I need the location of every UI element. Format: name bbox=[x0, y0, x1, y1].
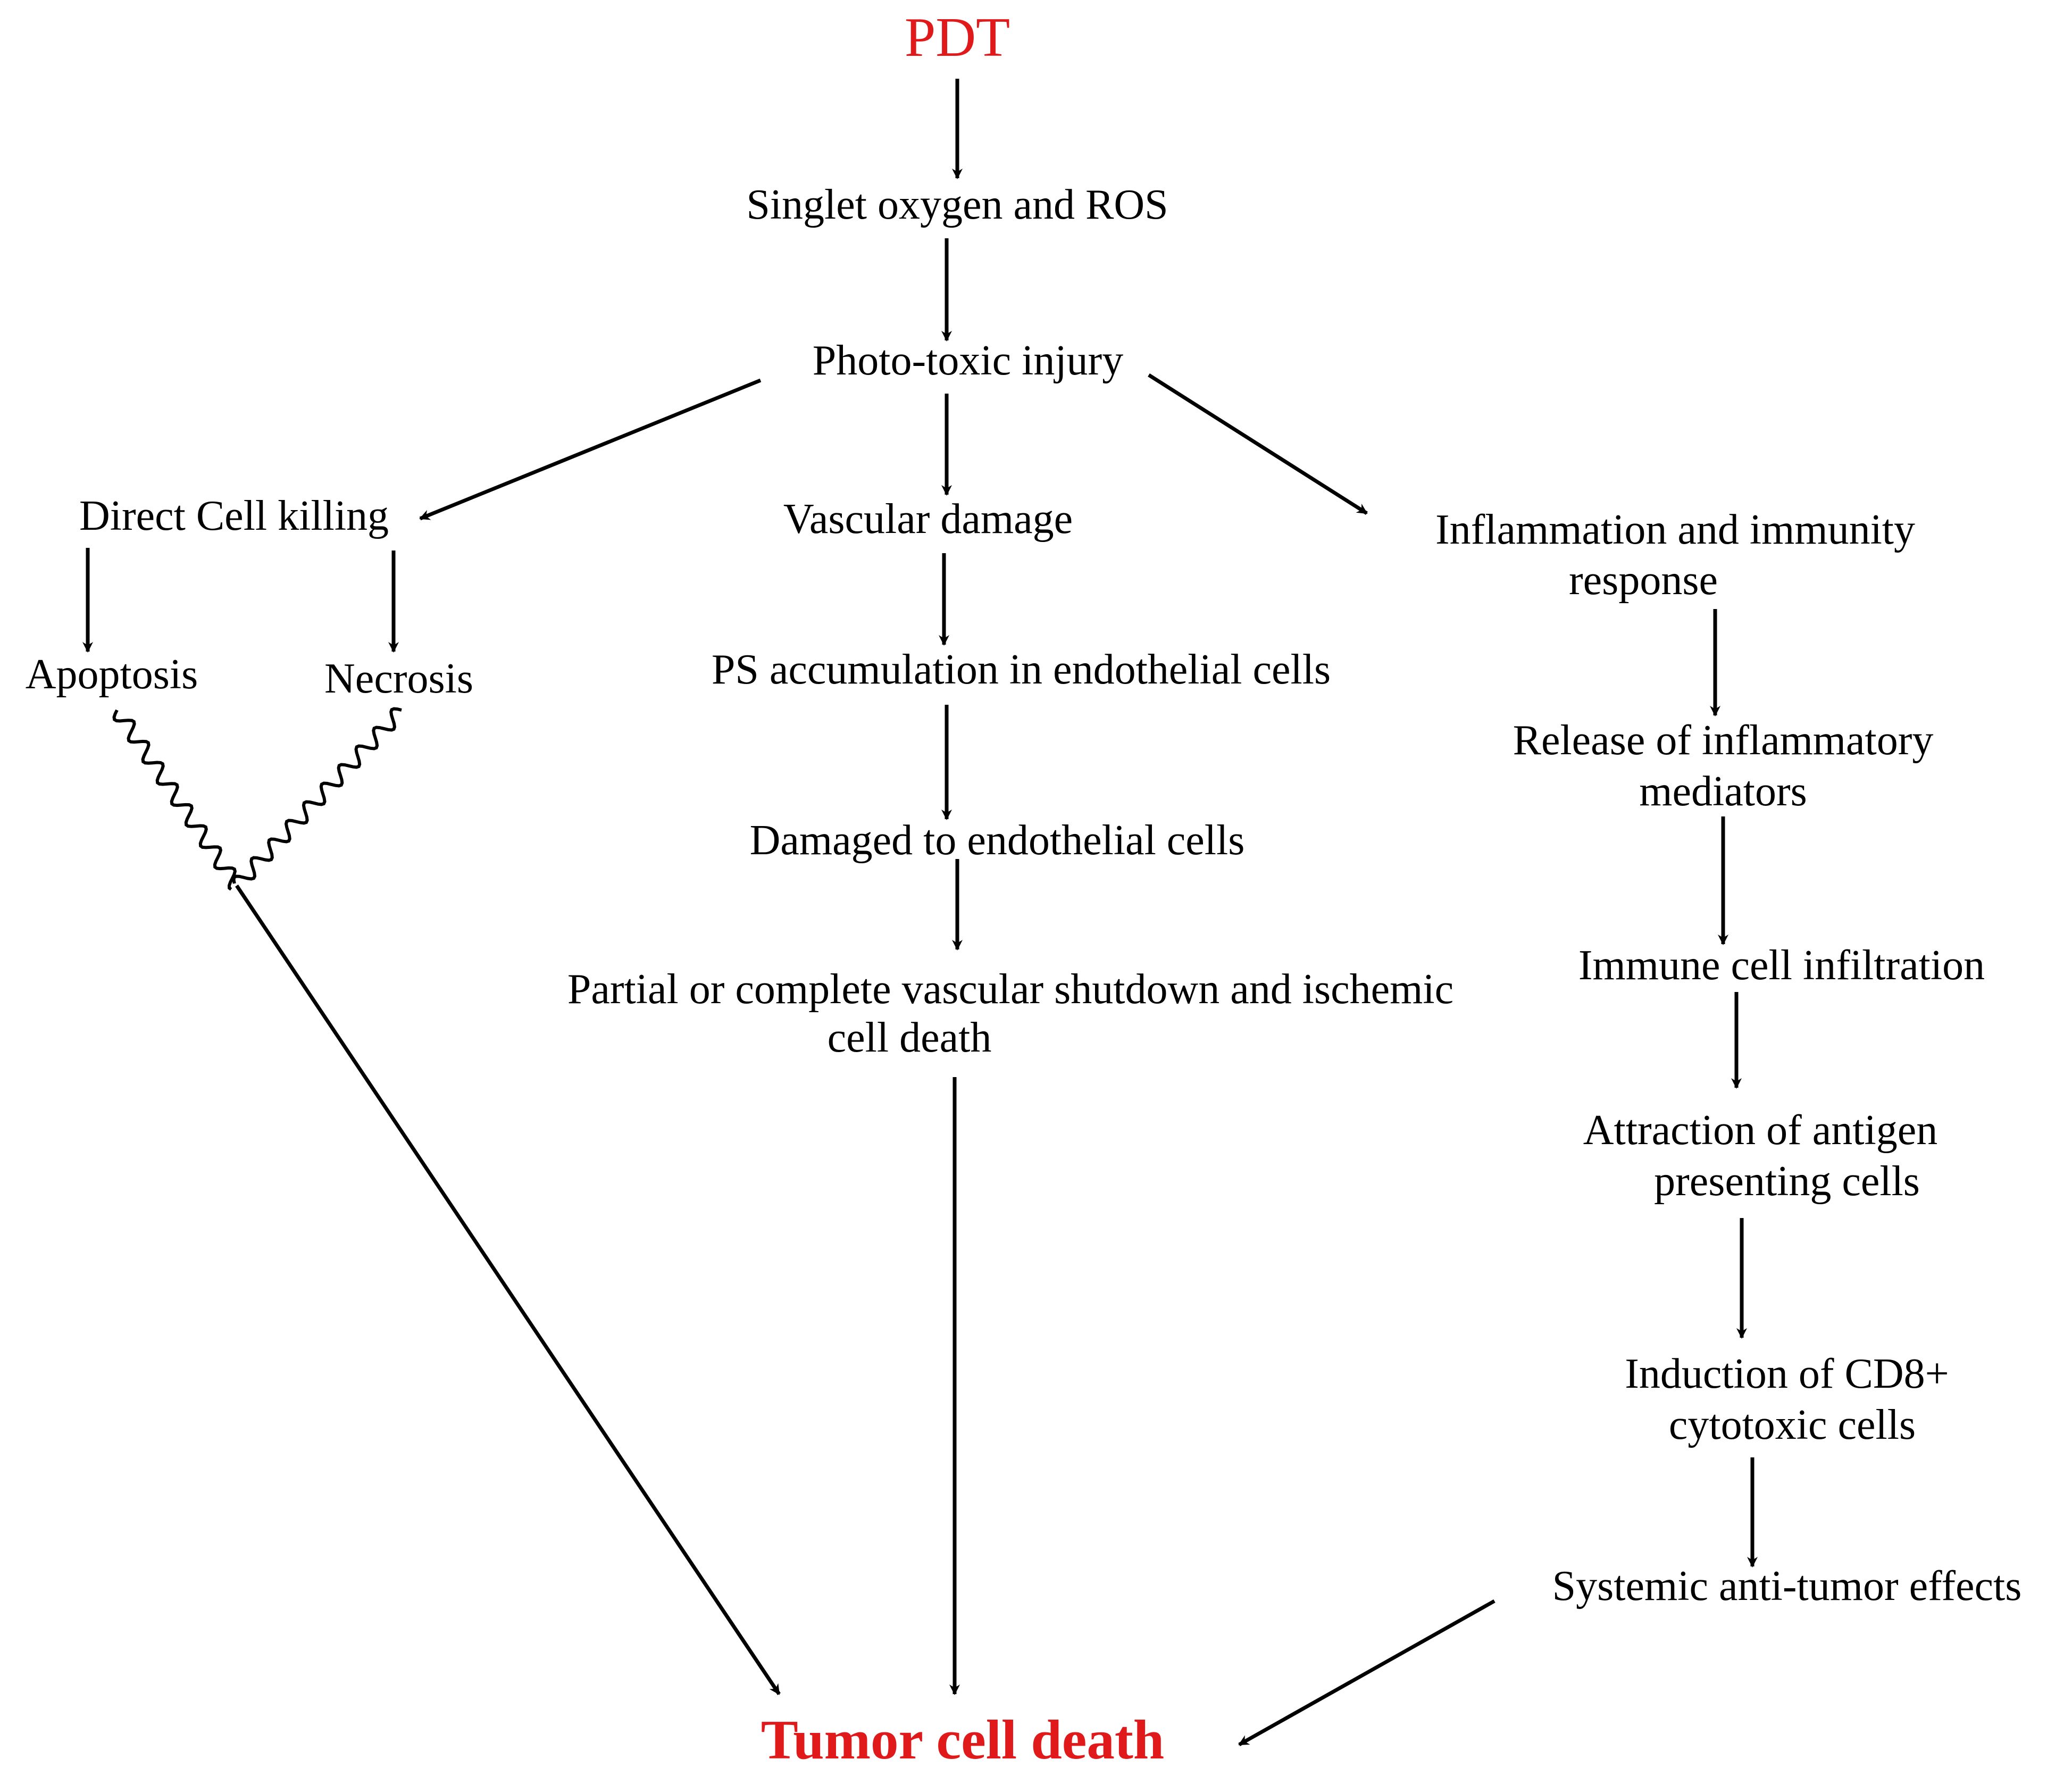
pdt-label: PDT bbox=[904, 6, 1010, 68]
vascular-shutdown-line1: Partial or complete vascular shutdown an… bbox=[567, 966, 1454, 1013]
vascular-shutdown-line2: cell death bbox=[827, 1014, 992, 1061]
arrow-injury-to-direct-killing bbox=[419, 378, 762, 521]
tumor-cell-death-label: Tumor cell death bbox=[761, 1708, 1165, 1771]
induction-line2: cytotoxic cells bbox=[1668, 1402, 1916, 1448]
damaged-endothelial-node: Damaged to endothelial cells bbox=[749, 817, 1245, 864]
necrosis-node: Necrosis bbox=[324, 655, 473, 702]
singlet-oxygen-node: Singlet oxygen and ROS bbox=[746, 181, 1168, 228]
apoptosis-node: Apoptosis bbox=[25, 651, 198, 698]
direct-cell-killing-node: Direct Cell killing bbox=[79, 493, 389, 539]
release-line2: mediators bbox=[1639, 768, 1807, 815]
attraction-line2: presenting cells bbox=[1654, 1158, 1920, 1205]
inflammation-line1: Inflammation and immunity bbox=[1435, 506, 1916, 553]
wavy-line-apoptosis bbox=[112, 709, 237, 891]
induction-line1: Induction of CD8+ bbox=[1625, 1350, 1949, 1397]
immune-infiltration-node: Immune cell infiltration bbox=[1578, 942, 1985, 989]
arrow-systemic-to-tumor-death bbox=[1238, 1599, 1495, 1747]
arrow-cell-death-merge-to-tumor-death bbox=[235, 885, 781, 1695]
inflammation-line2: response bbox=[1569, 557, 1718, 604]
vascular-damage-node: Vascular damage bbox=[783, 496, 1073, 543]
systemic-effects-node: Systemic anti-tumor effects bbox=[1552, 1563, 2022, 1610]
release-line1: Release of inflammatory bbox=[1513, 717, 1934, 764]
arrow-injury-to-inflammation bbox=[1148, 373, 1368, 515]
phototoxic-injury-node: Photo-toxic injury bbox=[812, 337, 1124, 384]
wavy-line-necrosis bbox=[232, 707, 402, 884]
ps-accumulation-node: PS accumulation in endothelial cells bbox=[711, 646, 1331, 693]
attraction-line1: Attraction of antigen bbox=[1583, 1107, 1938, 1154]
